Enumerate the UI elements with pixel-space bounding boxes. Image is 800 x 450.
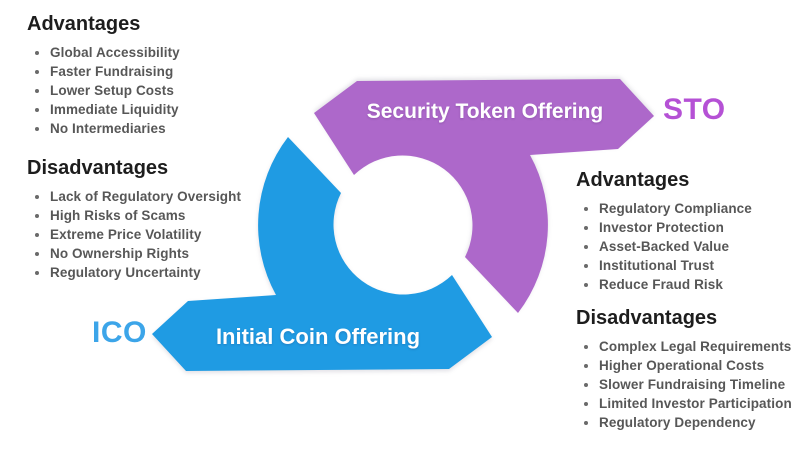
bullet-icon [35,232,39,237]
ico-disadvantages-list: Lack of Regulatory Oversight High Risks … [27,187,297,282]
ico-disadvantages-section: Disadvantages Lack of Regulatory Oversig… [27,156,297,282]
bullet-icon [584,244,588,249]
list-item: Lack of Regulatory Oversight [27,187,297,206]
bullet-icon [35,270,39,275]
list-item: Slower Fundraising Timeline [576,375,800,394]
list-item: Limited Investor Participation [576,394,800,413]
bullet-icon [584,225,588,230]
ico-advantages-title: Advantages [27,13,141,35]
sto-advantages-list: Regulatory Compliance Investor Protectio… [576,199,800,294]
ico-advantages-section: Advantages Global Accessibility Faster F… [27,12,297,138]
list-item: Investor Protection [576,218,800,237]
sto-arrow-shape [314,79,654,313]
bullet-icon [584,263,588,268]
bullet-icon [584,344,588,349]
list-item: High Risks of Scams [27,206,297,225]
list-item: Complex Legal Requirements [576,337,800,356]
bullet-icon [584,401,588,406]
list-item: Higher Operational Costs [576,356,800,375]
bullet-icon [35,50,39,55]
bullet-icon [584,206,588,211]
sto-disadvantages-list: Complex Legal Requirements Higher Operat… [576,337,800,432]
list-item: Regulatory Dependency [576,413,800,432]
list-item: Asset-Backed Value [576,237,800,256]
bullet-icon [584,420,588,425]
ico-abbr-label: ICO [92,316,147,349]
sto-details-panel: Advantages Regulatory Compliance Investo… [576,168,800,432]
bullet-icon [35,88,39,93]
sto-advantages-section: Advantages Regulatory Compliance Investo… [576,168,800,294]
list-item: Immediate Liquidity [27,100,297,119]
list-item: No Intermediaries [27,119,297,138]
ico-arrow-shape [152,137,492,371]
bullet-icon [35,69,39,74]
bullet-icon [35,107,39,112]
bullet-icon [35,251,39,256]
list-item: Institutional Trust [576,256,800,275]
bullet-icon [584,363,588,368]
list-item: Global Accessibility [27,43,297,62]
bullet-icon [35,126,39,131]
sto-disadvantages-title: Disadvantages [576,307,718,329]
ico-advantages-list: Global Accessibility Faster Fundraising … [27,43,297,138]
sto-advantages-title: Advantages [576,169,690,191]
list-item: Regulatory Compliance [576,199,800,218]
list-item: Regulatory Uncertainty [27,263,297,282]
ico-details-panel: Advantages Global Accessibility Faster F… [27,12,297,282]
list-item: Lower Setup Costs [27,81,297,100]
list-item: No Ownership Rights [27,244,297,263]
bullet-icon [584,282,588,287]
ico-banner-label: Initial Coin Offering [215,324,421,349]
list-item: Extreme Price Volatility [27,225,297,244]
bullet-icon [35,194,39,199]
sto-abbr-label: STO [663,93,726,126]
sto-disadvantages-section: Disadvantages Complex Legal Requirements… [576,306,800,432]
bullet-icon [35,213,39,218]
bullet-icon [584,382,588,387]
list-item: Faster Fundraising [27,62,297,81]
ico-disadvantages-title: Disadvantages [27,157,169,179]
list-item: Reduce Fraud Risk [576,275,800,294]
sto-banner-label: Security Token Offering [366,100,604,123]
